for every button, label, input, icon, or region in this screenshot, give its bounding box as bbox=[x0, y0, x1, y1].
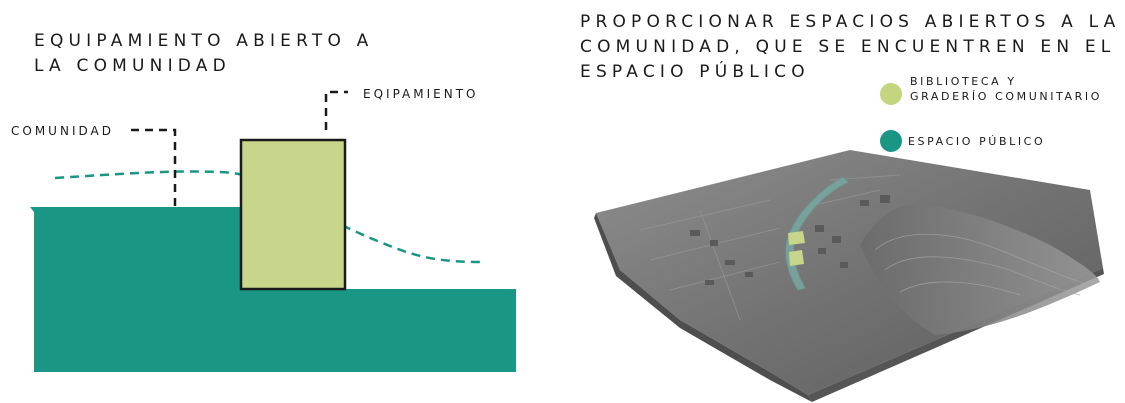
equipamiento-label: EQIPAMIENTO bbox=[363, 87, 479, 101]
right-title-line-2: COMUNIDAD, QUE SE ENCUENTREN EN EL bbox=[580, 37, 1116, 57]
comunidad-label: COMUNIDAD bbox=[11, 124, 114, 138]
biblioteca-block-2 bbox=[789, 250, 804, 266]
biblioteca-block-1 bbox=[788, 231, 805, 245]
comunidad-leader-line bbox=[131, 128, 177, 207]
right-title-line-1: PROPORCIONAR ESPACIOS ABIERTOS A LA bbox=[580, 12, 1121, 32]
equipamiento-leader-line bbox=[324, 90, 348, 130]
teal-dot-icon bbox=[880, 130, 902, 152]
terrain-model bbox=[594, 150, 1104, 402]
left-title-line-2: LA COMUNIDAD bbox=[34, 56, 231, 76]
legend-biblioteca-line-2: GRADERÍO COMUNITARIO bbox=[910, 90, 1102, 103]
legend-espacio-publico-label: ESPACIO PÚBLICO bbox=[908, 135, 1046, 148]
left-title-line-1: EQUIPAMIENTO ABIERTO A bbox=[34, 31, 374, 51]
legend-biblioteca-line-1: BIBLIOTECA Y bbox=[910, 75, 1017, 88]
equipamiento-block bbox=[239, 138, 347, 291]
terrain-hill bbox=[860, 203, 1100, 335]
green-dot-icon bbox=[880, 83, 902, 105]
espacio-publico-strip bbox=[785, 176, 849, 291]
right-title-line-3: ESPACIO PÚBLICO bbox=[580, 62, 810, 82]
section-diagram bbox=[30, 90, 516, 372]
right-title: PROPORCIONAR ESPACIOS ABIERTOS A LA COMU… bbox=[580, 10, 1120, 85]
left-title: EQUIPAMIENTO ABIERTO A LA COMUNIDAD bbox=[34, 29, 374, 79]
